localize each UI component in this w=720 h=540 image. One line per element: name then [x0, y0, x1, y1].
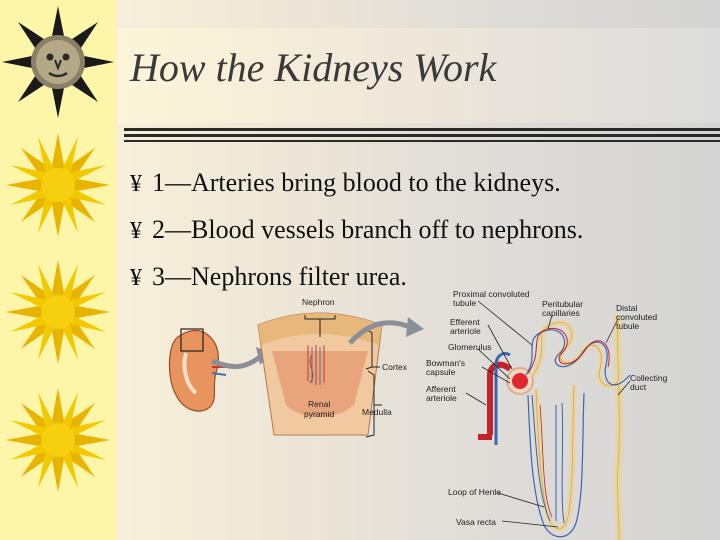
sun-border	[0, 0, 116, 540]
bullet-symbol: ¥	[130, 171, 142, 197]
label-proximal-tubule-2: tubule	[453, 298, 476, 308]
label-medulla: Medulla	[362, 407, 392, 417]
label-renal: Renal	[308, 399, 330, 409]
arrow-icon	[211, 354, 262, 369]
renal-pyramid-illustration	[257, 312, 383, 438]
label-collecting-duct: Collecting	[630, 373, 668, 383]
label-pyramid: pyramid	[304, 409, 335, 419]
bullet-symbol: ¥	[130, 265, 142, 291]
bullet-text: 3—Nephrons filter urea.	[152, 262, 407, 291]
arrow-head-icon	[406, 317, 424, 337]
bullet-item: ¥2—Blood vessels branch off to nephrons.	[130, 207, 583, 254]
label-vasa-recta: Vasa recta	[456, 517, 496, 527]
bullet-list: ¥1—Arteries bring blood to the kidneys. …	[130, 160, 583, 301]
label-afferent-2: arteriole	[426, 393, 457, 403]
sunburst-icon	[6, 388, 110, 492]
label-peritubular: Peritubular	[542, 299, 583, 309]
label-loop-of-henle: Loop of Henle	[448, 487, 501, 497]
bullet-text: 2—Blood vessels branch off to nephrons.	[152, 215, 584, 244]
label-afferent: Afferent	[426, 384, 456, 394]
label-bowmans-capsule: Bowman's	[426, 358, 465, 368]
bullet-symbol: ¥	[130, 218, 142, 244]
sun-face-icon	[2, 6, 114, 118]
label-efferent-2: arteriole	[450, 326, 481, 336]
label-distal-tubule-3: tubule	[616, 321, 639, 331]
bullet-item: ¥3—Nephrons filter urea.	[130, 254, 583, 301]
label-efferent: Efferent	[450, 317, 480, 327]
label-bowmans-capsule-2: capsule	[426, 367, 456, 377]
label-cortex: Cortex	[382, 362, 408, 372]
sunburst-icon	[6, 133, 110, 237]
label-distal-tubule-2: convoluted	[616, 312, 657, 322]
label-distal-tubule: Distal	[616, 303, 637, 313]
sunburst-icon	[6, 260, 110, 364]
label-peritubular-2: capillaries	[542, 308, 580, 318]
leader-lines	[465, 300, 631, 528]
label-proximal-tubule: Proximal convoluted	[453, 289, 530, 299]
kidney-illustration	[168, 328, 227, 412]
arrow-icon	[348, 320, 411, 345]
nephron-illustration	[478, 314, 631, 540]
kidney-nephron-diagram: Nephron Cortex Renal pyramid Medulla	[168, 289, 668, 540]
bullet-item: ¥1—Arteries bring blood to the kidneys.	[130, 160, 583, 207]
title-background	[118, 28, 720, 123]
label-glomerulus: Glomerulus	[448, 342, 491, 352]
sun-decoration	[2, 6, 114, 492]
slide-title: How the Kidneys Work	[130, 45, 497, 90]
title-divider	[124, 128, 720, 144]
bullet-text: 1—Arteries bring blood to the kidneys.	[152, 168, 561, 197]
label-nephron: Nephron	[302, 297, 335, 307]
label-collecting-duct-2: duct	[630, 382, 647, 392]
